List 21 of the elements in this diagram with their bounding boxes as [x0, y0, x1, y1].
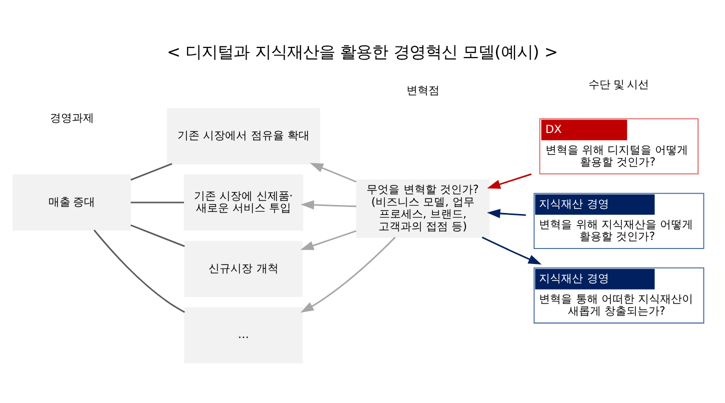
arrow [487, 173, 532, 189]
connector [130, 202, 184, 204]
node-box: 매출 증대 [12, 174, 132, 231]
arrow [486, 208, 526, 218]
connector [130, 163, 172, 181]
label: 경영과제 [50, 112, 94, 125]
node-box: 무엇을 변혁할 것인가? (비즈니스 모델, 업무 프로세스, 브랜드, 고객과의 접점 등) [356, 180, 490, 238]
arrow [300, 200, 356, 210]
arrow [300, 230, 356, 250]
connector [94, 230, 185, 313]
arrow [300, 236, 396, 313]
label: 수단 및 시선 [588, 78, 650, 91]
node-box: 신규시장 개척 [184, 240, 303, 298]
label: 변혁점 [406, 85, 440, 98]
node-box: 기존 시장에서 점유율 확대 [166, 108, 320, 164]
arrow [310, 162, 356, 183]
diagram-title: < 디지털과 지식재산을 활용한 경영혁신 모델(예시) > [166, 42, 558, 62]
node-box: … [184, 307, 303, 364]
node-box: 기존 시장에 신제품· 새로운 서비스 투입 [184, 174, 304, 231]
arrow [482, 236, 542, 265]
connector [130, 224, 185, 247]
